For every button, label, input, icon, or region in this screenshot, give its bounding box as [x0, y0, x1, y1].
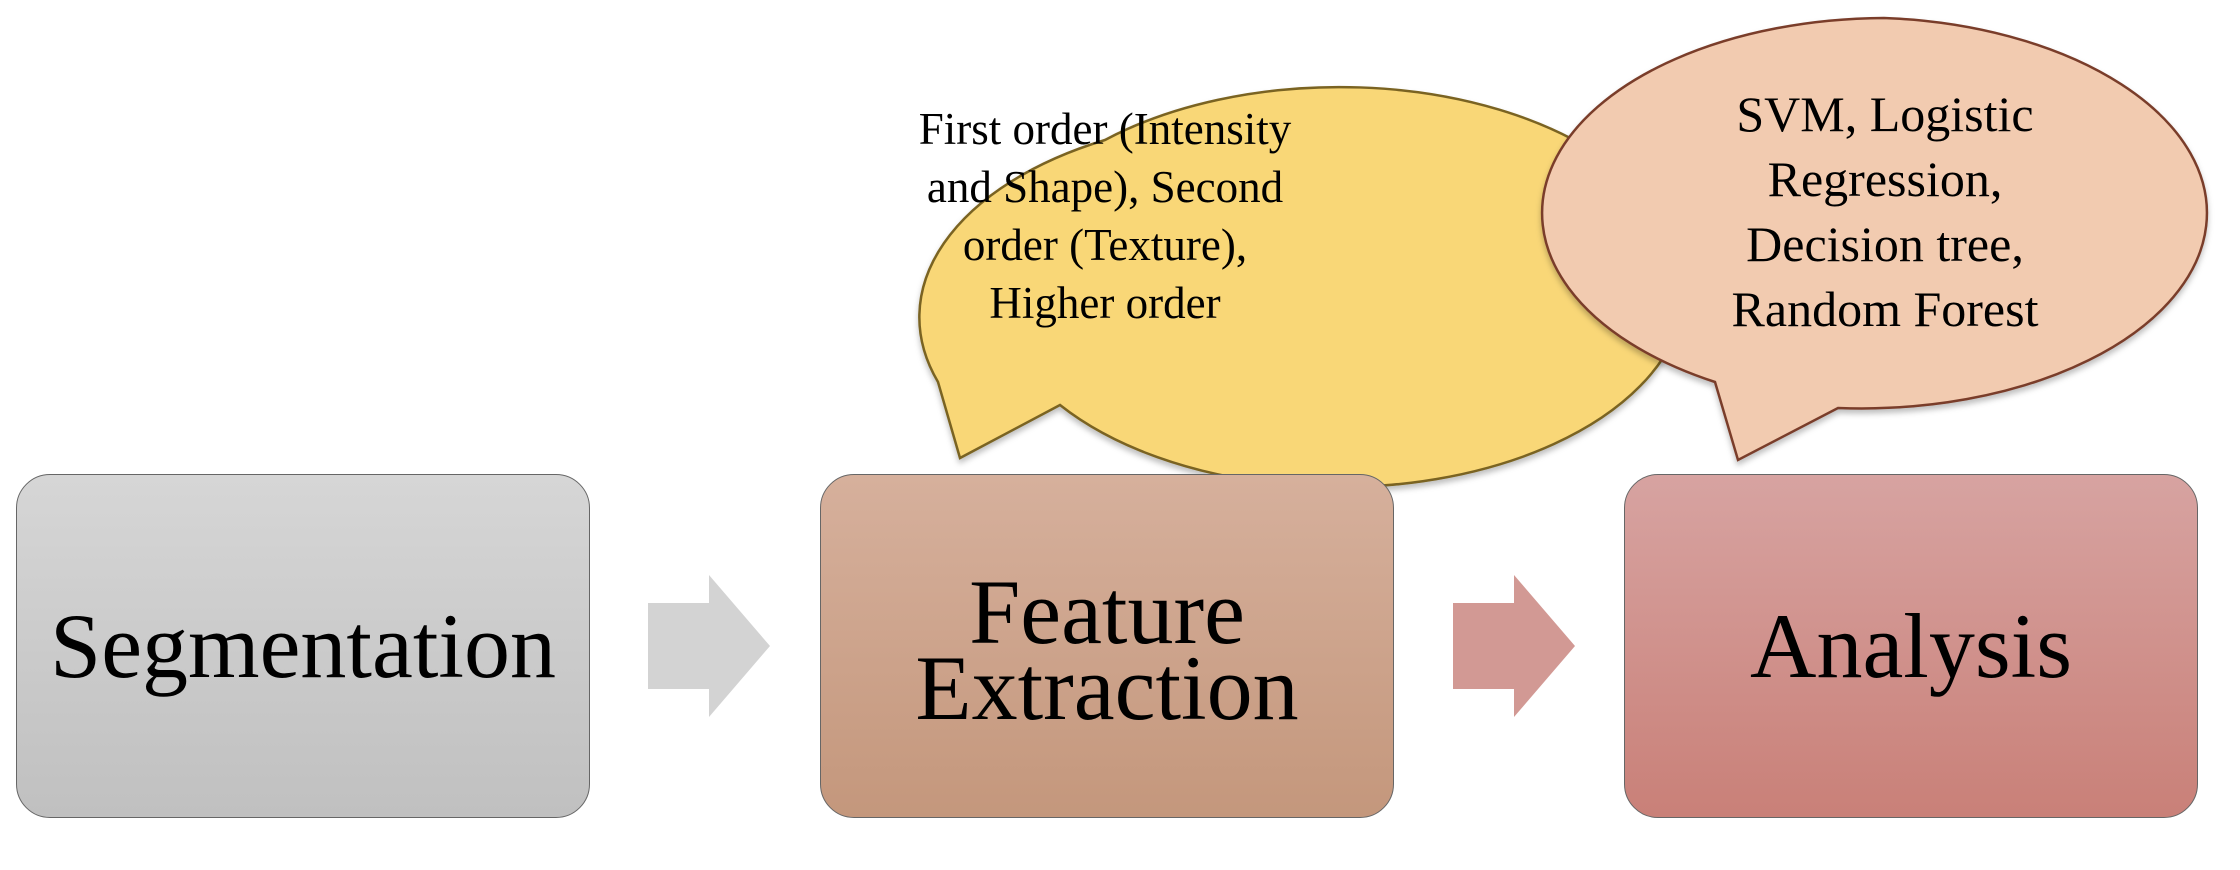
- arrow-right-icon: [648, 575, 770, 717]
- step-label: Feature Extraction: [915, 561, 1299, 739]
- callout-feature-extraction-bubble: [918, 85, 1687, 489]
- step-feature-extraction: Feature Extraction: [820, 474, 1394, 818]
- arrow-right-icon: [1453, 575, 1575, 717]
- step-label: Segmentation: [50, 595, 556, 697]
- callout-analysis-text: SVM, Logistic Regression, Decision tree,…: [1731, 86, 2039, 337]
- step-analysis: Analysis: [1624, 474, 2198, 818]
- callout-analysis-bubble: [1540, 16, 2209, 462]
- callout-feature-extraction-text: First order (Intensity and Shape), Secon…: [918, 104, 1292, 328]
- step-segmentation: Segmentation: [16, 474, 590, 818]
- step-label: Analysis: [1750, 595, 2072, 697]
